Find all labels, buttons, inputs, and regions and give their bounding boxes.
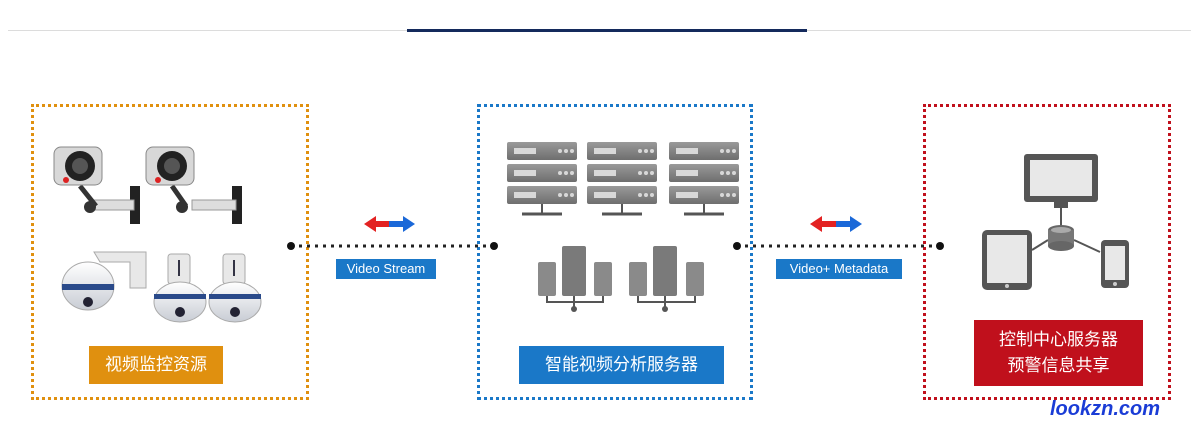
panel-video-sources <box>31 104 309 400</box>
dome-camera-icon <box>208 253 262 323</box>
bidirectional-arrow-icon <box>810 216 862 232</box>
dome-camera-icon <box>61 251 147 311</box>
database-icon <box>1048 225 1074 251</box>
server-rack-icon <box>507 142 577 216</box>
video-metadata-tag: Video+ Metadata <box>776 259 902 279</box>
panel-analysis-servers <box>477 104 753 400</box>
tablet-icon <box>982 230 1032 290</box>
monitor-icon <box>1024 154 1098 208</box>
bullet-camera-icon <box>145 146 242 224</box>
server-tower-icon <box>629 246 704 312</box>
server-rack-icon <box>669 142 739 216</box>
bidirectional-arrow-icon <box>364 216 415 232</box>
control-center-label-line1: 控制中心服务器 <box>999 330 1118 350</box>
connector-left <box>287 242 498 250</box>
panel-control-center <box>923 104 1171 400</box>
control-center-label: 控制中心服务器 预警信息共享 <box>974 320 1143 386</box>
video-sources-label: 视频监控资源 <box>89 346 223 384</box>
connection-lines <box>1031 208 1101 253</box>
header-accent-bar <box>407 29 807 32</box>
bullet-camera-icon <box>53 146 140 224</box>
server-rack-icon <box>587 142 657 216</box>
connector-right <box>733 242 944 250</box>
control-center-label-line2: 预警信息共享 <box>1007 356 1110 376</box>
server-tower-icon <box>538 246 612 312</box>
phone-icon <box>1101 240 1129 288</box>
video-stream-tag: Video Stream <box>336 259 436 279</box>
watermark: lookzn.com <box>1050 398 1161 420</box>
dome-camera-icon <box>153 253 207 323</box>
analysis-server-label: 智能视频分析服务器 <box>519 346 724 384</box>
server-rack-details <box>514 148 736 198</box>
